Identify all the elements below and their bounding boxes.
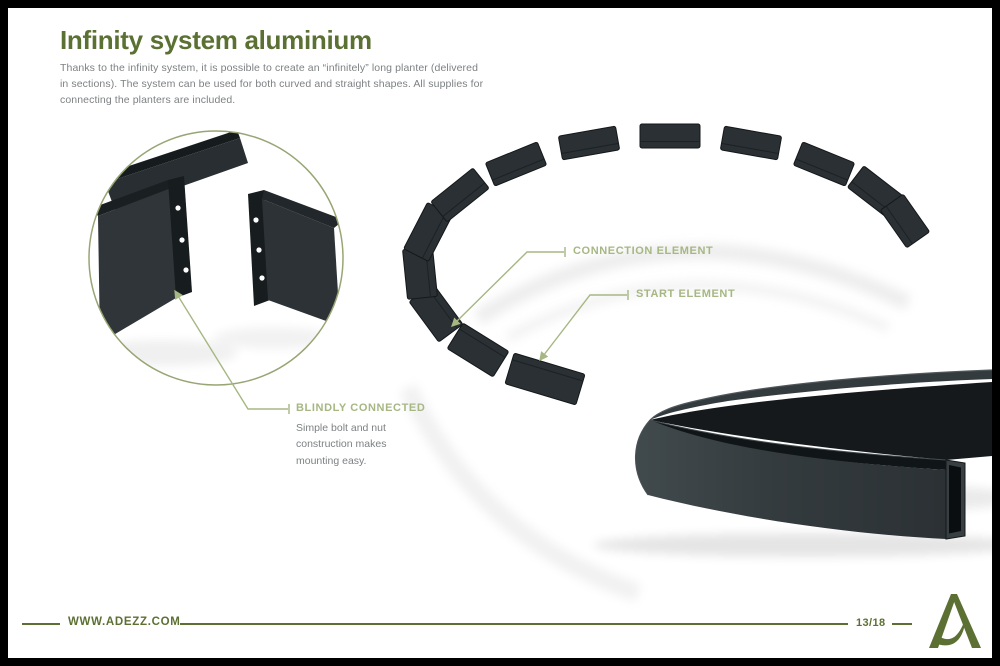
- footer-rule-left: [22, 623, 60, 625]
- footer-page-number: 13/18: [856, 617, 886, 629]
- connection-element-label: CONNECTION ELEMENT: [573, 245, 714, 257]
- detail-circle-outline: [88, 130, 344, 386]
- footer-website: WWW.ADEZZ.COM: [68, 616, 181, 628]
- footer-rule-right: [892, 623, 912, 625]
- page-description: Thanks to the infinity system, it is pos…: [60, 61, 483, 108]
- product-illustration: [88, 123, 992, 602]
- blindly-connected-line: [174, 289, 288, 410]
- connection-element-line: [451, 251, 564, 327]
- start-element-label: START ELEMENT: [636, 288, 736, 300]
- connection-detail-view: [88, 130, 344, 386]
- footer-rule-middle: [180, 623, 848, 625]
- description-line-3: connecting the planters are included.: [60, 93, 236, 106]
- assembled-planter: [635, 369, 992, 540]
- segment-ring: [402, 123, 930, 405]
- description-line-1: Thanks to the infinity system, it is pos…: [60, 62, 479, 74]
- page-title: Infinity system aluminium: [60, 25, 372, 55]
- start-element-piece: [504, 353, 586, 405]
- start-element-line: [539, 294, 627, 362]
- adezz-logo-icon: [929, 594, 981, 648]
- page-canvas: Infinity system aluminium Thanks to the …: [8, 8, 992, 658]
- blindly-connected-description: Simple bolt and nut construction makes m…: [296, 422, 387, 467]
- blindly-connected-label: BLINDLY CONNECTED: [296, 402, 426, 414]
- description-line-2: in sections). The system can be used for…: [60, 77, 484, 90]
- callout-lines: [174, 247, 629, 414]
